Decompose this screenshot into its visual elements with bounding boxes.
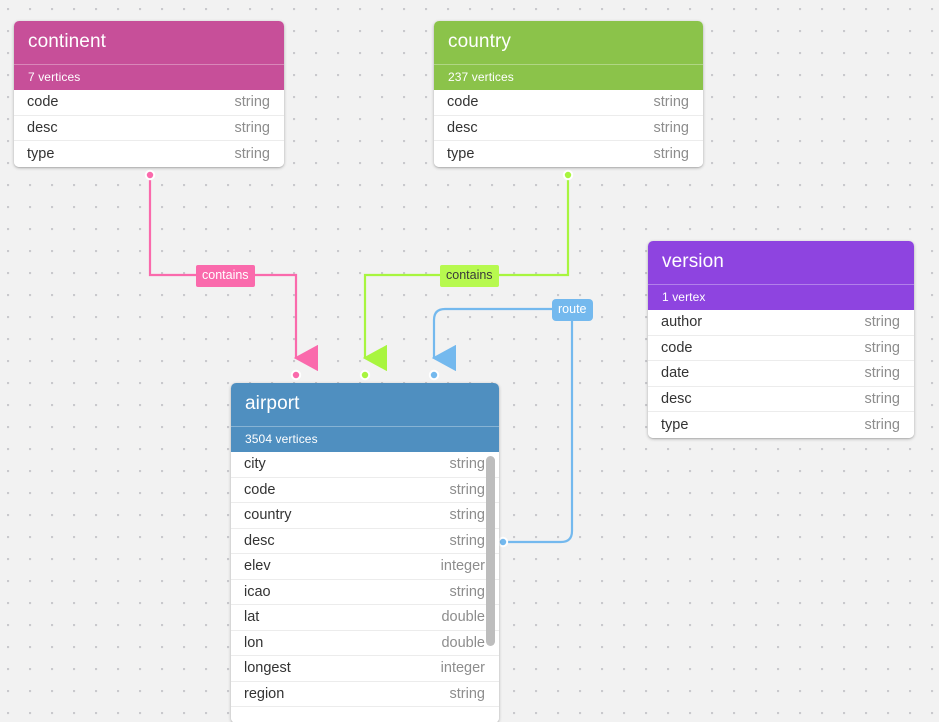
property-name: longest bbox=[244, 660, 291, 677]
property-type: integer bbox=[440, 558, 485, 575]
property-name: icao bbox=[244, 583, 271, 600]
property-row[interactable]: icao string bbox=[231, 580, 499, 605]
property-type: string bbox=[864, 339, 900, 356]
node-version-vertex-count: 1 vertex bbox=[648, 284, 914, 310]
property-type: string bbox=[864, 314, 900, 331]
edge-endpoint-target-pink bbox=[290, 369, 302, 381]
node-version-properties: author string code string date string de… bbox=[648, 310, 914, 438]
property-type: string bbox=[864, 416, 900, 433]
property-row[interactable]: code string bbox=[14, 90, 284, 116]
scrollbar-thumb[interactable] bbox=[486, 456, 495, 646]
property-type: string bbox=[449, 456, 485, 473]
property-row[interactable]: longest integer bbox=[231, 656, 499, 682]
property-type: string bbox=[864, 365, 900, 382]
node-version-title: version bbox=[648, 241, 914, 284]
property-type: integer bbox=[440, 660, 485, 677]
node-continent-title: continent bbox=[14, 21, 284, 64]
property-name: date bbox=[661, 365, 690, 382]
node-country-properties: code string desc string type string bbox=[434, 90, 703, 167]
property-name: code bbox=[447, 94, 479, 111]
edge-endpoint-target-green bbox=[359, 369, 371, 381]
property-name: lon bbox=[244, 634, 264, 651]
property-name: type bbox=[27, 145, 55, 162]
property-row[interactable]: code string bbox=[231, 478, 499, 503]
property-row[interactable]: lon double bbox=[231, 631, 499, 656]
property-type: string bbox=[449, 532, 485, 549]
property-type: string bbox=[234, 145, 270, 162]
property-name: lat bbox=[244, 609, 260, 626]
node-airport-vertex-count: 3504 vertices bbox=[231, 426, 499, 452]
property-name: desc bbox=[447, 119, 478, 136]
node-country[interactable]: country 237 vertices code string desc st… bbox=[434, 21, 703, 167]
edge-label-airport-route-airport[interactable]: route bbox=[552, 299, 593, 321]
node-country-title: country bbox=[434, 21, 703, 64]
edge-endpoint-target-blue bbox=[428, 369, 440, 381]
property-name: code bbox=[244, 481, 276, 498]
property-name: city bbox=[244, 456, 266, 473]
property-row[interactable]: elev integer bbox=[231, 554, 499, 580]
property-type: string bbox=[449, 583, 485, 600]
property-name: desc bbox=[661, 390, 692, 407]
property-row[interactable]: desc string bbox=[434, 116, 703, 141]
property-name: region bbox=[244, 685, 285, 702]
property-row[interactable]: desc string bbox=[231, 529, 499, 554]
property-row[interactable]: type string bbox=[14, 141, 284, 167]
node-continent-vertex-count: 7 vertices bbox=[14, 64, 284, 90]
property-row[interactable]: country string bbox=[231, 503, 499, 529]
property-row[interactable]: author string bbox=[648, 310, 914, 336]
property-type: string bbox=[449, 507, 485, 524]
property-row[interactable]: code string bbox=[434, 90, 703, 116]
property-name: desc bbox=[27, 119, 58, 136]
edge-endpoint-source-green bbox=[562, 169, 574, 181]
edge-endpoint-source-blue bbox=[497, 536, 509, 548]
property-type: string bbox=[449, 481, 485, 498]
property-row[interactable]: desc string bbox=[648, 387, 914, 412]
property-name: country bbox=[244, 507, 292, 524]
node-continent[interactable]: continent 7 vertices code string desc st… bbox=[14, 21, 284, 167]
node-version[interactable]: version 1 vertex author string code stri… bbox=[648, 241, 914, 438]
node-continent-properties: code string desc string type string bbox=[14, 90, 284, 167]
property-type: double bbox=[441, 609, 485, 626]
property-row[interactable]: region string bbox=[231, 682, 499, 707]
property-type: string bbox=[653, 119, 689, 136]
edge-endpoint-source-pink bbox=[144, 169, 156, 181]
property-row[interactable]: type string bbox=[434, 141, 703, 167]
property-type: string bbox=[653, 94, 689, 111]
property-type: string bbox=[449, 685, 485, 702]
property-name: author bbox=[661, 314, 703, 331]
property-row[interactable]: desc string bbox=[14, 116, 284, 141]
property-type: string bbox=[864, 390, 900, 407]
property-name: type bbox=[661, 416, 689, 433]
property-row[interactable]: date string bbox=[648, 361, 914, 387]
property-row[interactable]: city string bbox=[231, 452, 499, 478]
property-row[interactable]: code string bbox=[648, 336, 914, 361]
property-type: double bbox=[441, 634, 485, 651]
airport-properties-scrollbar[interactable] bbox=[486, 456, 495, 722]
node-airport[interactable]: airport 3504 vertices city string code s… bbox=[231, 383, 499, 722]
property-row[interactable]: type string bbox=[648, 412, 914, 438]
edge-label-continent-contains-airport[interactable]: contains bbox=[196, 265, 255, 287]
property-type: string bbox=[653, 145, 689, 162]
property-name: code bbox=[27, 94, 59, 111]
property-name: elev bbox=[244, 558, 271, 575]
node-airport-title: airport bbox=[231, 383, 499, 426]
property-type: string bbox=[234, 94, 270, 111]
property-row[interactable]: lat double bbox=[231, 605, 499, 631]
property-name: type bbox=[447, 145, 475, 162]
node-country-vertex-count: 237 vertices bbox=[434, 64, 703, 90]
node-airport-properties: city string code string country string d… bbox=[231, 452, 499, 722]
property-name: code bbox=[661, 339, 693, 356]
property-name: desc bbox=[244, 532, 275, 549]
edge-label-country-contains-airport[interactable]: contains bbox=[440, 265, 499, 287]
property-type: string bbox=[234, 119, 270, 136]
